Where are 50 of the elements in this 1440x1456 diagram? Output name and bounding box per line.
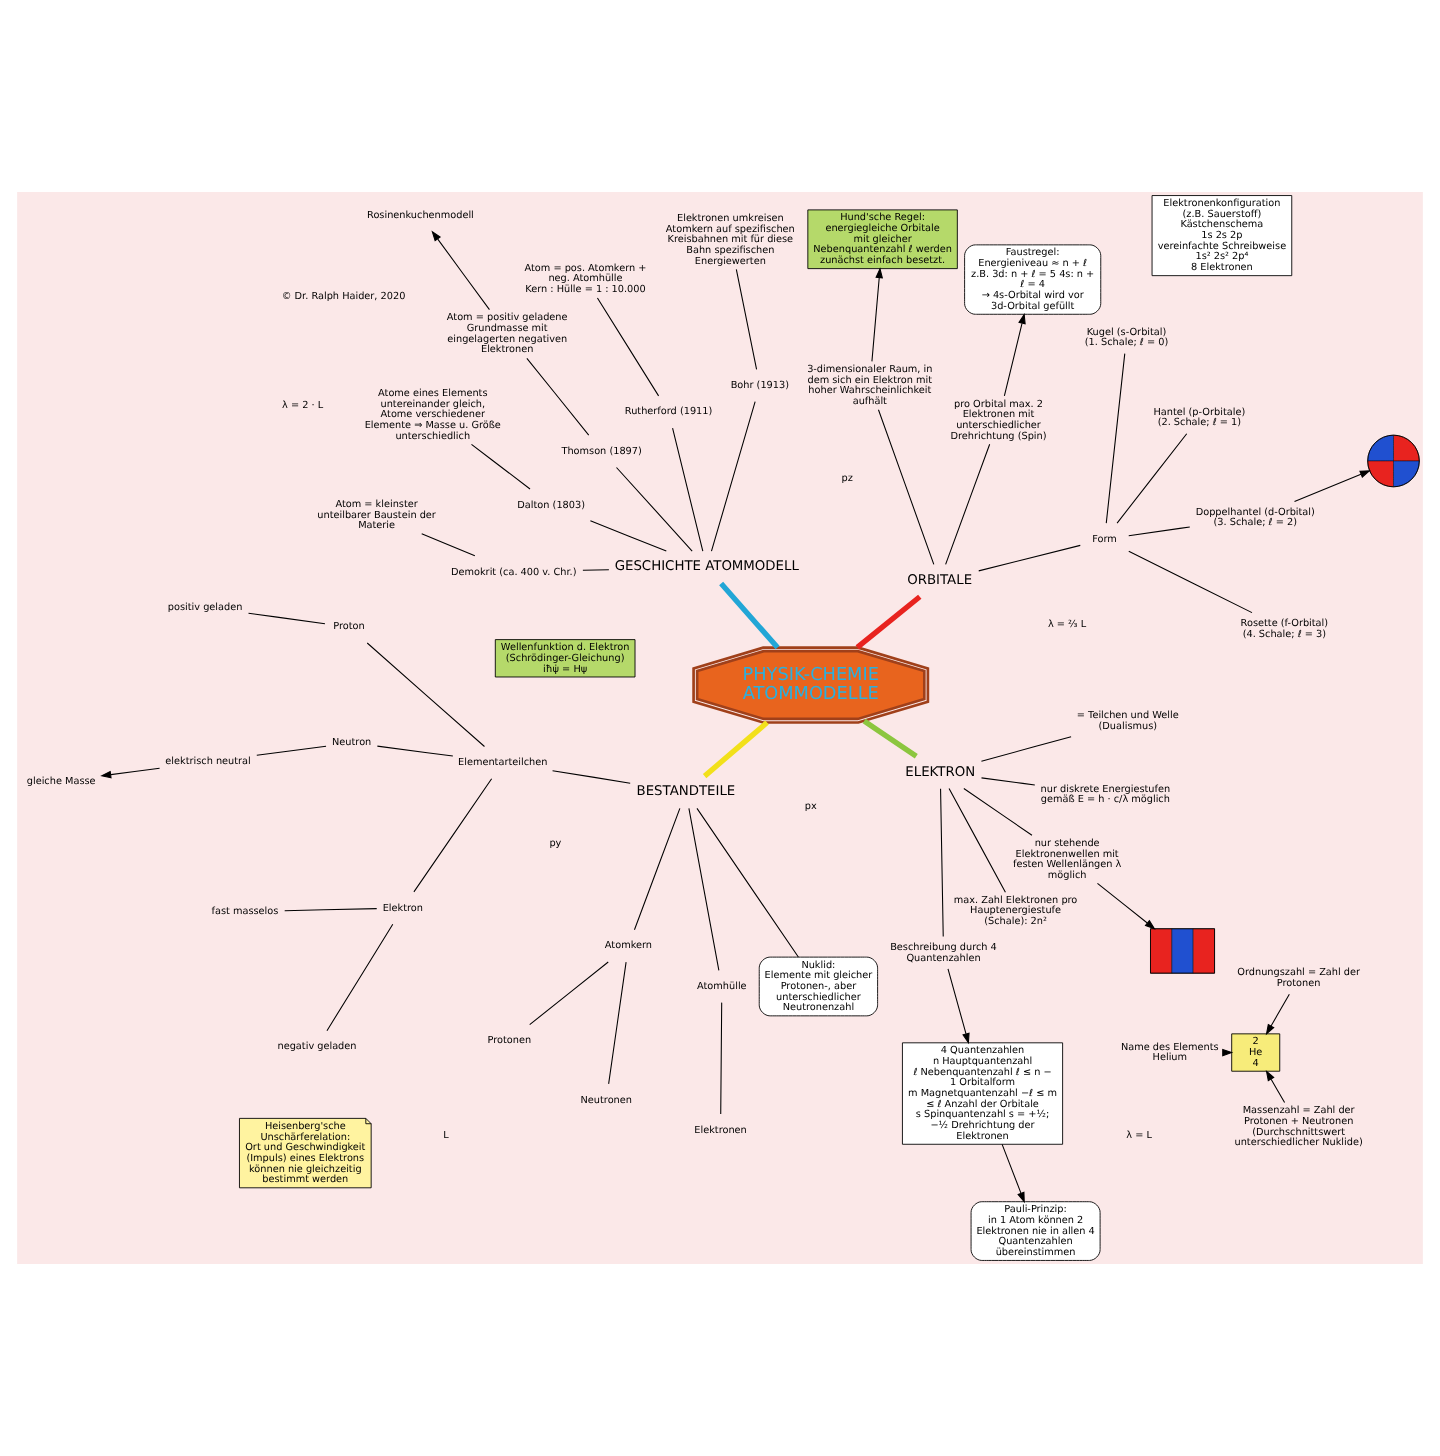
connector bbox=[633, 807, 681, 931]
connector bbox=[1116, 433, 1188, 524]
connector bbox=[710, 401, 756, 552]
connector bbox=[940, 788, 944, 938]
connector bbox=[877, 409, 935, 565]
connector bbox=[608, 961, 627, 1085]
connector bbox=[980, 736, 1072, 762]
connector bbox=[589, 520, 667, 552]
arrow bbox=[1265, 993, 1290, 1036]
connector bbox=[615, 466, 693, 552]
arrow bbox=[1003, 312, 1026, 397]
connector bbox=[696, 807, 799, 958]
connector bbox=[247, 612, 326, 625]
arrow bbox=[1001, 1143, 1025, 1204]
arrow bbox=[100, 767, 161, 779]
connector bbox=[720, 1002, 723, 1115]
connector bbox=[945, 443, 991, 565]
connector bbox=[688, 807, 720, 971]
connector bbox=[862, 718, 918, 759]
connector bbox=[735, 268, 758, 370]
connector bbox=[719, 581, 780, 650]
arrow bbox=[947, 968, 970, 1045]
arrow bbox=[1293, 470, 1371, 502]
arrow bbox=[1265, 1069, 1286, 1104]
connector bbox=[963, 788, 1033, 836]
arrow bbox=[1096, 882, 1156, 930]
connector bbox=[284, 908, 378, 912]
connector bbox=[529, 961, 609, 1026]
connector bbox=[1128, 526, 1191, 537]
connector bbox=[470, 443, 531, 490]
connector bbox=[1128, 550, 1253, 614]
connector bbox=[421, 533, 476, 557]
connector bbox=[948, 788, 1006, 893]
connector bbox=[582, 569, 610, 571]
connector bbox=[256, 745, 327, 756]
connector bbox=[1105, 353, 1126, 524]
connector bbox=[552, 770, 631, 784]
connector bbox=[376, 745, 454, 757]
connector bbox=[413, 778, 493, 893]
connector bbox=[702, 720, 769, 779]
connector bbox=[326, 923, 394, 1032]
connector bbox=[366, 642, 485, 748]
connector bbox=[855, 594, 922, 650]
connector bbox=[978, 544, 1081, 572]
connector bbox=[526, 357, 590, 436]
arrow bbox=[431, 230, 490, 311]
arrow bbox=[871, 267, 884, 362]
connector bbox=[672, 427, 704, 552]
connector bbox=[596, 297, 660, 397]
connector bbox=[980, 777, 1036, 786]
